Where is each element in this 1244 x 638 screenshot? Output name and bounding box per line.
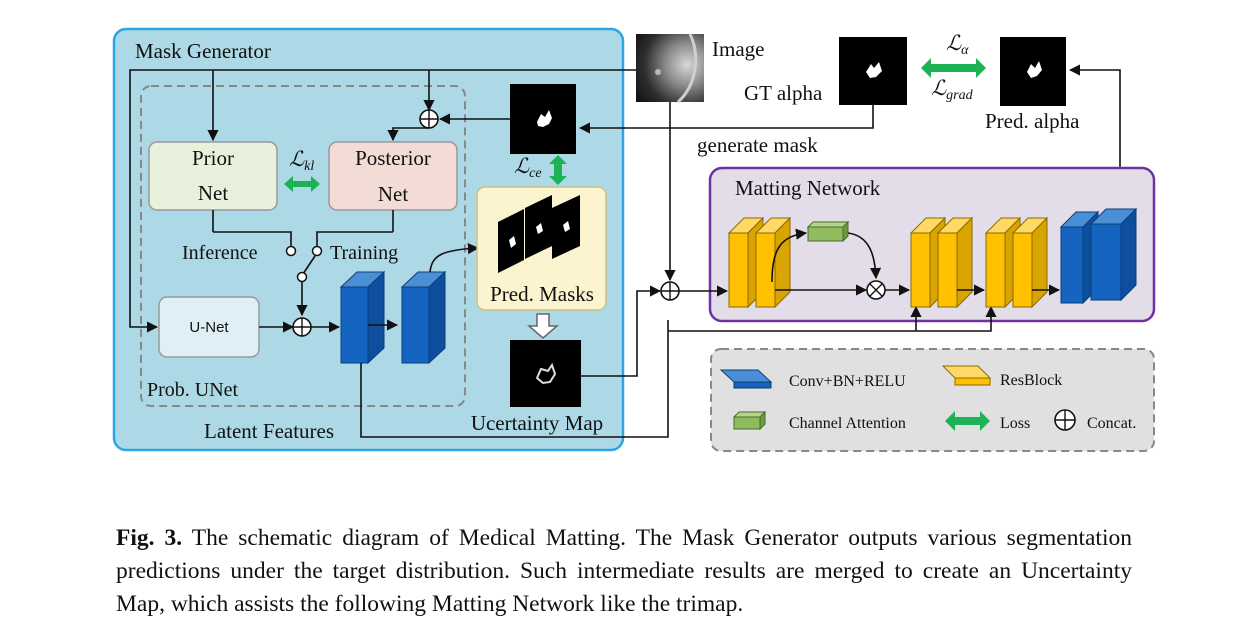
- legend-concat-label: Concat.: [1087, 415, 1136, 432]
- probunet-conv-block-2: [400, 270, 447, 365]
- training-label: Training: [330, 242, 398, 264]
- inference-switch-node: [285, 245, 297, 257]
- matting-resblock-1: [727, 216, 792, 309]
- latent-features-label: Latent Features: [204, 419, 334, 443]
- gt-alpha-label: GT alpha: [744, 81, 823, 105]
- inference-label: Inference: [182, 242, 258, 264]
- uncertainty-map-label: Ucertainty Map: [471, 411, 603, 435]
- matting-to-pred-alpha-arrow: [1068, 64, 1121, 211]
- posterior-net-label-1: Posterior: [355, 146, 431, 170]
- gt-mask-blob: [537, 110, 552, 127]
- loss-kl-symbol: ℒkl: [289, 147, 314, 174]
- ct-nodule: [655, 69, 661, 75]
- legend-concat-plus: [1055, 410, 1075, 430]
- uncertainty-map-image: [510, 340, 581, 407]
- concat-posterior-plus: [420, 110, 438, 128]
- skip-to-resblock3-arrow: [668, 305, 997, 332]
- masks-to-uncertainty-arrow-icon: [526, 313, 560, 339]
- loss-alpha-arrow-icon: [921, 58, 986, 78]
- pred-alpha-blob: [1027, 61, 1042, 78]
- loss-grad-symbol: ℒgrad: [931, 76, 974, 103]
- prior-net-label-1: Prior: [192, 146, 234, 170]
- ct-rib-shape: [676, 33, 698, 104]
- legend-resblock-label: ResBlock: [1000, 372, 1062, 389]
- probunet-conv-block-1: [339, 270, 386, 365]
- matting-conv-block: [1059, 207, 1138, 305]
- figure-caption: Fig. 3. The schematic diagram of Medical…: [116, 522, 1132, 621]
- latent-features-line: [360, 320, 669, 438]
- legend-loss-label: Loss: [1000, 415, 1030, 432]
- legend-conv-swatch: [719, 369, 773, 389]
- legend-attention-swatch: [732, 410, 767, 431]
- legend-conv-label: Conv+BN+RELU: [789, 373, 906, 390]
- matting-network-title: Matting Network: [735, 176, 881, 200]
- switch-lever: [302, 255, 316, 275]
- generate-mask-arrow: [578, 105, 874, 134]
- legend-loss-arrow-icon: [945, 411, 990, 431]
- image-to-unet-line: [129, 69, 636, 333]
- caption-text: The schematic diagram of Medical Matting…: [116, 525, 1132, 617]
- uncertainty-to-concat-arrow: [581, 285, 662, 377]
- switch-output-node: [296, 271, 308, 283]
- prob-unet-box: [140, 85, 466, 407]
- generate-mask-label: generate mask: [697, 133, 818, 157]
- unet-label: U-Net: [189, 319, 229, 336]
- attention-to-multiply-arrow: [847, 232, 882, 280]
- concat-matting-plus: [661, 282, 679, 300]
- mask-generator-title: Mask Generator: [135, 39, 271, 63]
- pred-masks-stack: [498, 195, 580, 273]
- pred-alpha-label: Pred. alpha: [985, 109, 1080, 133]
- loss-ce-symbol: ℒce: [514, 154, 542, 181]
- channel-attention-block: [806, 220, 850, 243]
- multiply-cross: [869, 283, 883, 297]
- legend-attention-label: Channel Attention: [789, 415, 906, 432]
- loss-ce-arrow-icon: [549, 155, 567, 185]
- prior-to-switch-line: [213, 231, 292, 246]
- posterior-to-switch-line: [316, 231, 393, 246]
- loss-kl-arrow-icon: [284, 176, 320, 192]
- training-switch-node: [311, 245, 323, 257]
- prior-net-label-2: Net: [198, 181, 228, 205]
- concat-unet-plus: [293, 318, 311, 336]
- image-label: Image: [712, 37, 764, 61]
- legend-resblock-swatch: [941, 365, 992, 386]
- posterior-net-label-2: Net: [378, 182, 408, 206]
- prob-unet-label: Prob. UNet: [147, 379, 239, 401]
- medical-matting-diagram: Mask Generator Prob. UNet Prior Net Post…: [112, 27, 1156, 452]
- concat-to-posterior-arrow: [387, 127, 429, 142]
- matting-resblock-2: [909, 216, 974, 309]
- legend-box: [710, 348, 1155, 452]
- to-attention-arrow: [771, 228, 808, 283]
- matting-resblock-3: [984, 216, 1049, 309]
- block2-to-masks-arrow: [429, 242, 480, 273]
- uncertainty-blob: [535, 362, 557, 385]
- pred-masks-label: Pred. Masks: [490, 282, 594, 306]
- gt-alpha-blob: [866, 62, 882, 78]
- caption-label: Fig. 3.: [116, 525, 183, 551]
- loss-alpha-symbol: ℒα: [946, 31, 969, 58]
